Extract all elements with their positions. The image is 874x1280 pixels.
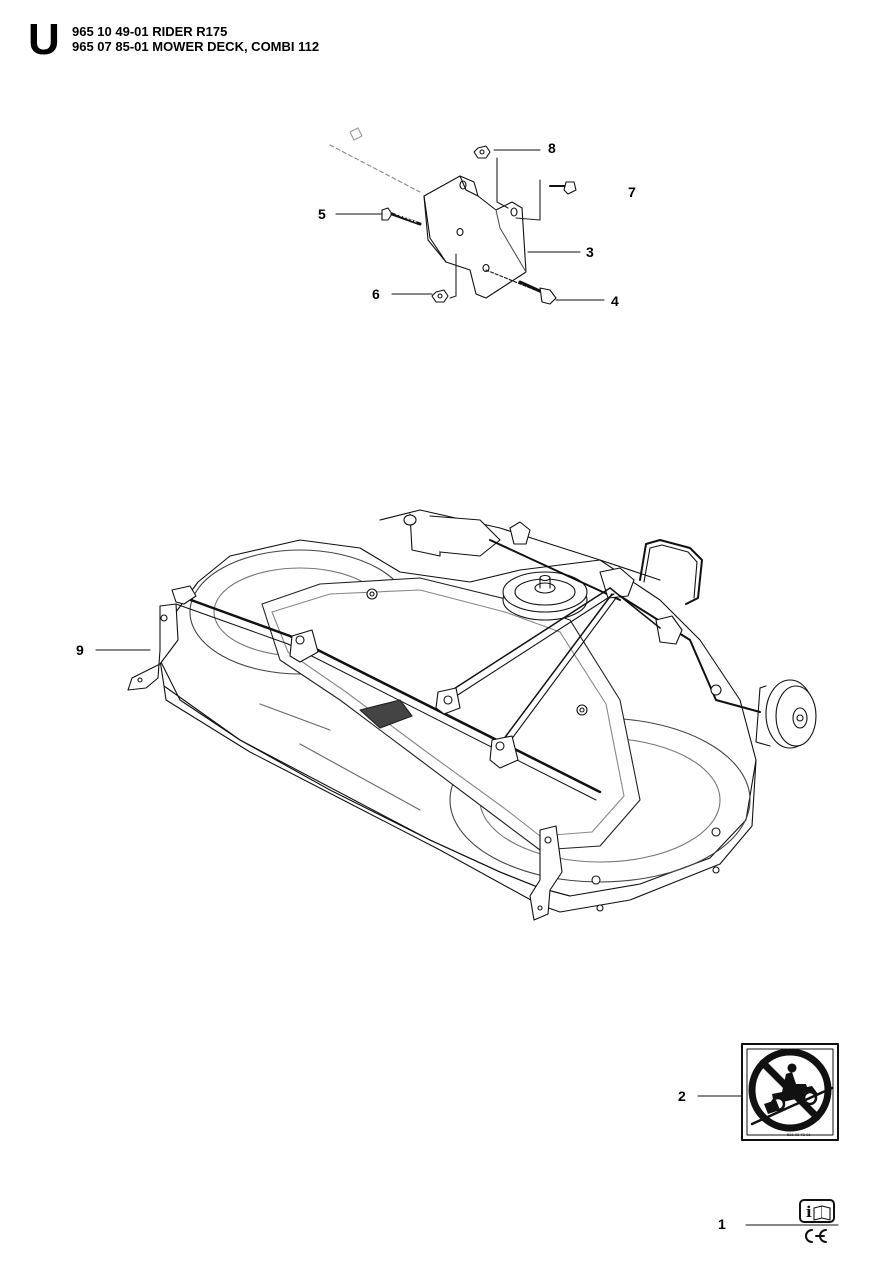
callout-8: 8 bbox=[548, 140, 556, 156]
section-letter: U bbox=[28, 15, 60, 64]
mower-deck-drawing bbox=[95, 509, 817, 921]
callout-5: 5 bbox=[318, 206, 326, 222]
no-slope-warning-icon bbox=[697, 1043, 839, 1141]
callout-9: 9 bbox=[76, 642, 84, 658]
callout-2: 2 bbox=[678, 1088, 686, 1104]
callout-1: 1 bbox=[718, 1216, 726, 1232]
manual-info-icon: i bbox=[799, 1199, 835, 1223]
header-line-2: 965 07 85-01 MOWER DECK, COMBI 112 bbox=[72, 39, 320, 54]
sticker-code: 531 02 78-01 bbox=[787, 1132, 811, 1137]
callout-6: 6 bbox=[372, 286, 380, 302]
callout-4: 4 bbox=[611, 293, 619, 309]
header-line-1: 965 10 49-01 RIDER R175 bbox=[72, 24, 228, 39]
callout-3: 3 bbox=[586, 244, 594, 260]
callout-7: 7 bbox=[628, 184, 636, 200]
bracket-assembly-drawing bbox=[329, 127, 605, 305]
svg-text:i: i bbox=[806, 1203, 812, 1221]
ce-mark-icon bbox=[805, 1229, 827, 1243]
